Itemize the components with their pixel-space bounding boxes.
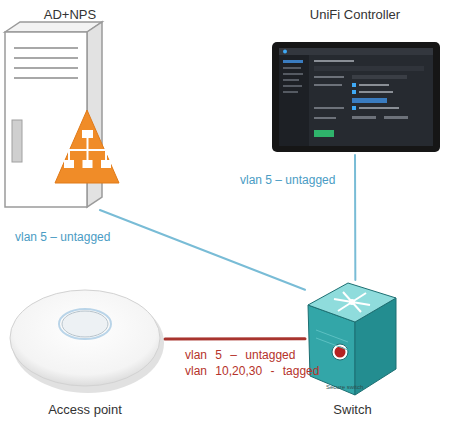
vlan-label: vlan 5 – untagged bbox=[240, 172, 335, 188]
network-link bbox=[354, 155, 356, 280]
access-point-icon bbox=[10, 290, 164, 393]
controller-screen bbox=[272, 42, 440, 152]
node-text-group: Switch bbox=[305, 402, 400, 418]
switch-icon bbox=[308, 283, 396, 395]
network-link bbox=[100, 210, 305, 290]
switch-node: Switch bbox=[305, 280, 400, 420]
access-point-node: Access point bbox=[5, 285, 165, 420]
device-caption: Secure switch bbox=[326, 384, 363, 391]
server-icon bbox=[5, 22, 119, 207]
vlan-label: vlan 5 – untagged vlan 10,20,30 - tagged bbox=[185, 347, 323, 379]
device-name: Access point bbox=[48, 402, 122, 418]
node-text-group: UniFi Controller bbox=[265, 7, 445, 23]
controller-node: UniFi Controller bbox=[265, 3, 445, 155]
device-name: AD+NPS bbox=[44, 7, 96, 23]
network-link bbox=[165, 337, 305, 340]
device-name: UniFi Controller bbox=[310, 7, 400, 23]
node-text-group: AD+NPS bbox=[5, 7, 135, 23]
vlan-label: vlan 5 – untagged bbox=[15, 229, 110, 245]
node-text-group: Access point bbox=[5, 402, 165, 418]
device-name: Switch bbox=[333, 402, 371, 418]
server-node: AD+NPS bbox=[5, 3, 135, 210]
